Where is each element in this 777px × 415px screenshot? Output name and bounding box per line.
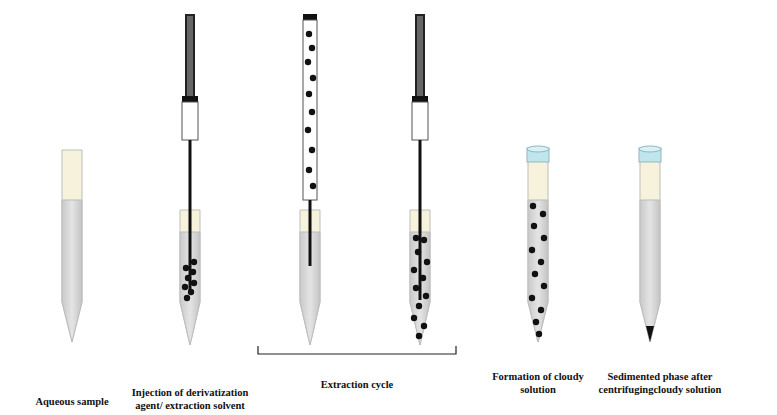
droplet — [421, 323, 427, 329]
droplet — [306, 91, 312, 97]
droplet — [411, 267, 417, 273]
droplet — [424, 259, 430, 265]
droplets — [182, 31, 547, 339]
droplet — [536, 331, 542, 337]
droplet — [184, 295, 190, 301]
step-label: Injection of derivatization agent/ extra… — [131, 386, 249, 412]
syringe — [182, 14, 198, 290]
bracket — [258, 346, 456, 354]
droplet — [413, 235, 419, 241]
step-label: Extraction cycle — [292, 378, 422, 391]
droplet — [540, 211, 546, 217]
droplet — [541, 235, 547, 241]
droplet — [529, 247, 535, 253]
droplet — [190, 269, 196, 275]
test-tube — [639, 146, 661, 342]
syringe — [303, 14, 317, 266]
test-tube — [527, 146, 549, 342]
droplet — [538, 307, 544, 313]
droplet — [423, 293, 429, 299]
droplet — [413, 285, 419, 291]
droplet — [421, 237, 427, 243]
step-label: Formation of cloudy solution — [490, 370, 586, 396]
droplet — [309, 147, 315, 153]
droplet — [310, 75, 316, 81]
droplet — [310, 183, 316, 189]
droplet — [183, 265, 189, 271]
droplet — [420, 275, 426, 281]
droplet — [529, 295, 535, 301]
droplet — [532, 271, 538, 277]
test-tube — [62, 150, 82, 342]
droplet — [530, 203, 536, 209]
droplet — [533, 319, 539, 325]
step-label: Sedimented phase after centrifugingcloud… — [578, 370, 743, 396]
droplet — [531, 223, 537, 229]
droplet — [411, 315, 417, 321]
droplet — [306, 167, 312, 173]
droplet — [305, 59, 311, 65]
sediment-phase — [646, 326, 654, 342]
droplet — [188, 289, 194, 295]
droplet — [416, 303, 422, 309]
droplet — [306, 31, 312, 37]
droplet — [416, 333, 422, 339]
droplet — [538, 259, 544, 265]
droplet — [191, 280, 197, 286]
syringe — [412, 14, 428, 300]
droplet — [541, 283, 547, 289]
droplet — [182, 284, 188, 290]
step-label: Aqueous sample — [17, 395, 127, 408]
droplet — [191, 259, 197, 265]
droplet — [305, 127, 311, 133]
droplet — [309, 45, 315, 51]
droplet — [415, 249, 421, 255]
droplet — [185, 275, 191, 281]
droplet — [309, 109, 315, 115]
